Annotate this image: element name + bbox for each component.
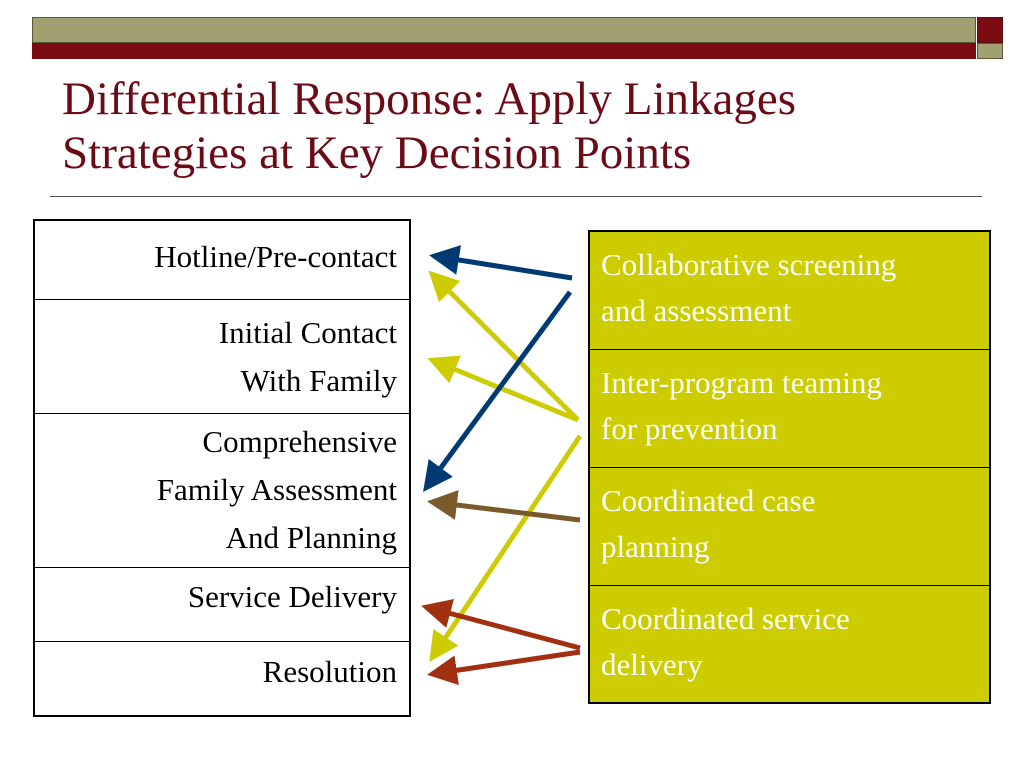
strategy-coordinated-case-planning: Coordinated case planning — [590, 468, 989, 586]
decision-point-line: Service Delivery — [187, 579, 397, 614]
arrow-service-delivery-to-resolution — [427, 649, 581, 686]
corner-square-olive — [977, 43, 1003, 59]
decision-point-hotline: Hotline/Pre-contact — [35, 221, 409, 300]
decision-point-line: Family Assessment — [156, 472, 397, 507]
decision-point-service-delivery: Service Delivery — [35, 568, 409, 642]
strategy-line: Collaborative screening — [601, 247, 897, 282]
title-underline — [50, 196, 982, 197]
decision-point-line: Resolution — [262, 654, 397, 689]
decision-point-line: And Planning — [225, 520, 397, 555]
strategy-line: Coordinated case — [601, 483, 816, 518]
arrow-screening-to-hotline — [429, 245, 573, 281]
strategy-coordinated-service-delivery: Coordinated service delivery — [590, 586, 989, 702]
strategy-inter-program-teaming: Inter-program teaming for prevention — [590, 350, 989, 468]
strategy-line: Inter-program teaming — [601, 365, 882, 400]
arrow-service-delivery-to-service-delivery — [421, 598, 581, 651]
decision-point-line: With Family — [240, 363, 397, 398]
strategies-table: Collaborative screening and assessment I… — [588, 230, 991, 704]
header-band-olive — [32, 17, 976, 43]
header-band-red — [32, 43, 976, 59]
strategy-line: and assessment — [601, 293, 792, 328]
decision-point-resolution: Resolution — [35, 642, 409, 715]
strategy-line: for prevention — [601, 411, 778, 446]
strategy-collaborative-screening: Collaborative screening and assessment — [590, 232, 989, 350]
decision-point-initial-contact: Initial Contact With Family — [35, 300, 409, 414]
strategy-line: planning — [601, 529, 710, 564]
decision-point-line: Comprehensive — [202, 424, 397, 459]
arrow-teaming-to-initial-contact — [427, 355, 579, 423]
decision-point-line: Initial Contact — [218, 315, 397, 350]
decision-point-line: Hotline/Pre-contact — [154, 239, 397, 274]
corner-square-red — [977, 17, 1003, 43]
arrow-teaming-to-resolution — [429, 434, 583, 663]
strategy-line: Coordinated service — [601, 601, 850, 636]
strategy-line: delivery — [601, 647, 703, 682]
title-line-2: Strategies at Key Decision Points — [62, 127, 692, 179]
arrow-case-planning-to-comprehensive — [427, 490, 581, 523]
title-line-1: Differential Response: Apply Linkages — [62, 73, 797, 125]
decision-point-comprehensive-assessment: Comprehensive Family Assessment And Plan… — [35, 414, 409, 568]
decision-points-table: Hotline/Pre-contact Initial Contact With… — [33, 219, 411, 717]
arrow-teaming-to-hotline — [428, 270, 580, 422]
arrow-screening-to-comprehensive — [423, 290, 573, 493]
slide-title: Differential Response: Apply Linkages St… — [62, 72, 992, 180]
